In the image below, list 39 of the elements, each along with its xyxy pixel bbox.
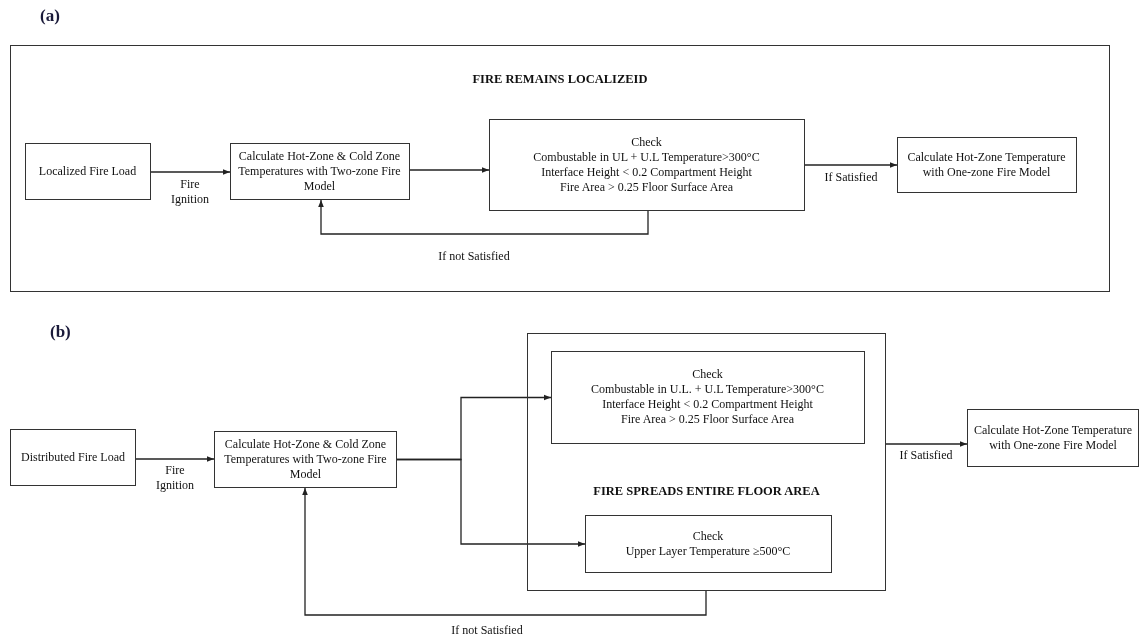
arrow: [804, 162, 898, 168]
box-line: Combustable in U.L. + U.L Temperature>300°C: [591, 382, 824, 397]
group-heading: FIRE SPREADS ENTIRE FLOOR AREA: [593, 484, 820, 499]
arrow: [409, 167, 490, 173]
box-line: Fire Area > 0.25 Floor Surface Area: [559, 179, 734, 195]
arrow: [318, 199, 649, 235]
box-text: Calculate Hot-Zone & Cold Zone Temperatures with Two-zone Fire Model: [223, 437, 388, 482]
arrow: [396, 458, 586, 547]
box-text: Check: [631, 134, 662, 150]
box-text: Check: [692, 367, 723, 382]
process-box: [584, 514, 832, 573]
box-text: Localized Fire Load: [38, 163, 137, 179]
box-line: Upper Layer Temperature ≥500°C: [625, 543, 791, 559]
box-line: Interface Height < 0.2 Compartment Height: [541, 164, 752, 180]
box-text: Calculate Hot-Zone Temperature with One-zone Fire Model: [972, 423, 1134, 453]
arrow: [150, 169, 231, 175]
arrow: [885, 441, 968, 447]
process-box: [10, 429, 136, 486]
panel-label: (a): [40, 6, 60, 26]
box-line: Interface Height < 0.2 Compartment Height: [602, 397, 813, 412]
panel-label: (b): [50, 322, 71, 342]
process-box: [550, 350, 865, 444]
box-text: Calculate Hot-Zone & Cold Zone Temperatures with Two-zone Fire Model: [237, 148, 402, 194]
group-frame: [10, 45, 1110, 292]
box-text: Calculate Hot-Zone Temperature with One-zone Fire Model: [906, 149, 1067, 180]
process-box: [488, 118, 805, 211]
process-box: [214, 431, 397, 488]
box-text: Check: [692, 528, 724, 544]
group-heading: FIRE REMAINS LOCALIZEID: [472, 72, 648, 87]
process-box: [896, 136, 1077, 193]
process-box: [229, 142, 410, 200]
process-box: [24, 142, 151, 200]
process-box: [967, 409, 1139, 467]
box-line: Combustable in UL + U.L Temperature>300°C: [533, 149, 760, 165]
box-line: Fire Area > 0.25 Floor Surface Area: [620, 412, 795, 427]
group-frame: [527, 333, 886, 591]
arrow: [302, 487, 707, 616]
arrow: [135, 456, 215, 462]
box-text: Distributed Fire Load: [21, 450, 125, 465]
